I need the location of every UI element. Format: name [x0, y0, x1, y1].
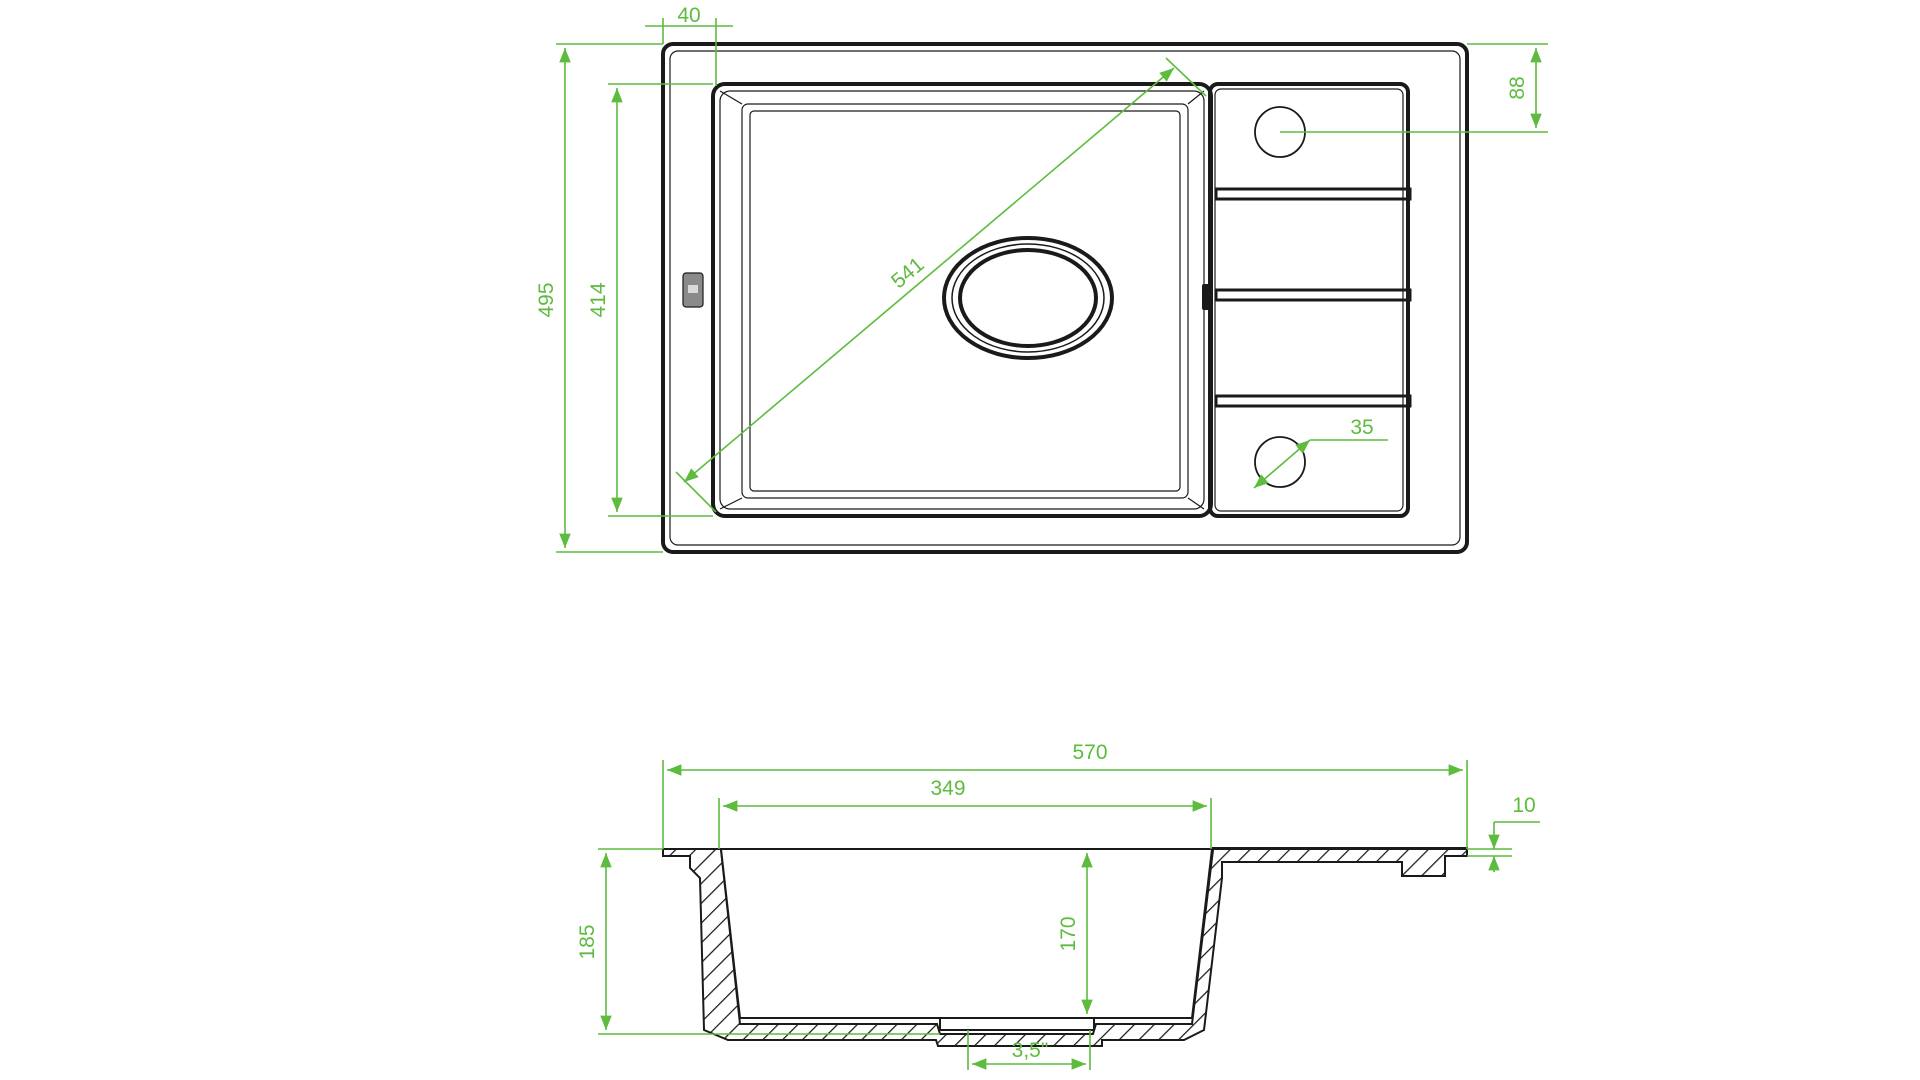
- dimension-drain: 3,5": [967, 1030, 1091, 1070]
- dimension-label: 170: [1057, 916, 1080, 951]
- dimension-diagonal: 541: [675, 57, 1207, 513]
- dimension-bowl-height: 170: [1057, 853, 1093, 1014]
- dimension-label: 35: [1350, 416, 1373, 439]
- dimension-hole-offset: 88: [1280, 43, 1548, 133]
- drain-top: [942, 236, 1114, 360]
- dimension-total-width: 570: [662, 741, 1468, 849]
- dimension-label: 10: [1512, 794, 1535, 817]
- dimension-hole-diameter: 35: [1253, 416, 1388, 489]
- dimension-total-height: 185: [576, 848, 940, 1035]
- section-view: 570 349 10 185 170: [576, 741, 1540, 1070]
- dimension-label: 541: [887, 253, 929, 293]
- dimension-label: 495: [535, 282, 558, 317]
- drainer-board: [1202, 82, 1412, 518]
- dimension-label: 40: [677, 4, 700, 27]
- dimension-label: 414: [587, 282, 610, 317]
- dimension-label: 88: [1506, 76, 1529, 99]
- dimension-thickness: 10: [1467, 794, 1540, 872]
- dimension-tap-offset: 40: [645, 4, 733, 86]
- sink-outer-rim: [661, 42, 1469, 554]
- drain-section: [939, 1017, 1095, 1031]
- dimension-bowl-width: 349: [718, 777, 1212, 849]
- dimension-label: 570: [1072, 741, 1107, 764]
- top-view: 40 495 414 541 88: [535, 4, 1548, 554]
- dimension-label: 185: [576, 924, 599, 959]
- tap-hole-bottom: [1254, 436, 1306, 488]
- dimension-label: 3,5": [1012, 1039, 1049, 1062]
- dimension-label: 349: [930, 777, 965, 800]
- sink-cross-section: [662, 847, 1468, 1047]
- dimension-total-depth: 495: [535, 43, 663, 553]
